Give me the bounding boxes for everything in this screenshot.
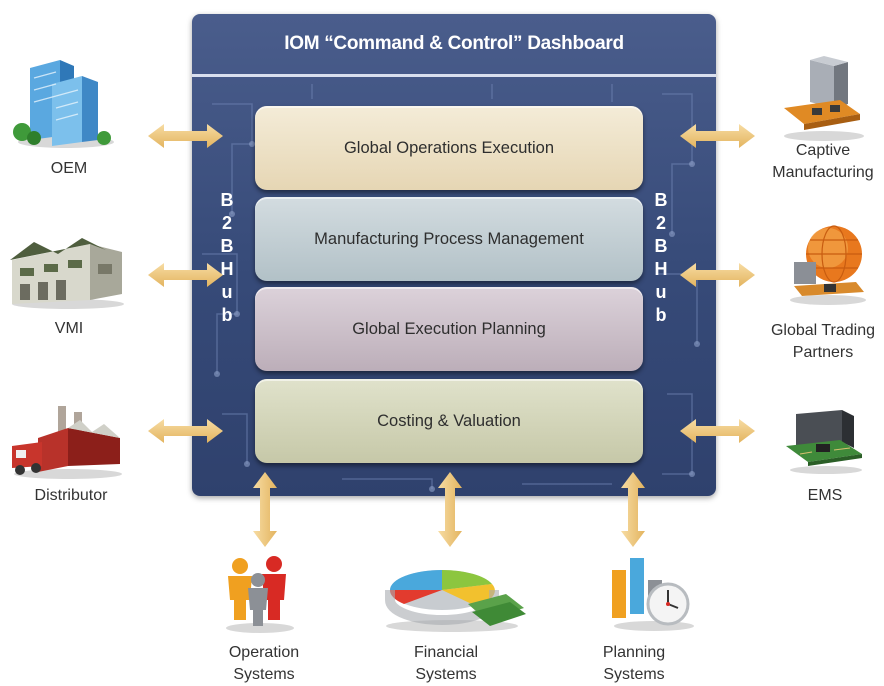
layer-manufacturing-process-management: Manufacturing Process Management (255, 197, 643, 281)
manufacturing-machine-icon (784, 56, 864, 141)
hub-right-char: B (654, 236, 668, 256)
hub-right-char: B (654, 190, 668, 210)
globe-chip-icon (790, 225, 866, 305)
node-label-line: Global Trading (770, 322, 876, 339)
node-label-line: Systems (233, 666, 295, 683)
office-buildings-icon (13, 60, 114, 148)
hub-left-char: u (221, 282, 233, 302)
node-label-line: Partners (792, 344, 854, 361)
arrow-planning-systems (621, 472, 645, 547)
node-label-line: Systems (415, 666, 477, 683)
layer-global-operations-execution: Global Operations Execution (255, 106, 643, 190)
hub-left-char: B (220, 190, 234, 210)
node-label-line: Financial (413, 644, 479, 661)
arrow-global-trading-partners (680, 263, 755, 287)
title-divider (192, 74, 716, 77)
dashboard-panel: IOM “Command & Control” Dashboard Global… (192, 14, 716, 496)
hub-right-char: u (655, 282, 667, 302)
arrow-financial-systems (438, 472, 462, 547)
dashboard-title: IOM “Command & Control” Dashboard (284, 33, 624, 54)
arrow-ems (680, 419, 755, 443)
circuit-board-icon (786, 410, 862, 474)
node-label-captive-manufacturing: Captive Manufacturing (762, 140, 884, 184)
node-label-line: Systems (603, 666, 665, 683)
node-label-global-trading-partners: Global Trading Partners (762, 320, 884, 364)
hub-right-char: 2 (655, 213, 666, 233)
arrow-operation-systems (253, 472, 277, 547)
people-figures-icon (226, 556, 294, 633)
node-label-line: Operation (228, 644, 300, 661)
node-label-line: Manufacturing (772, 164, 874, 181)
bar-chart-clock-icon (612, 558, 694, 631)
node-label-planning-systems: Planning Systems (584, 642, 684, 686)
hub-right-char: H (654, 259, 668, 279)
node-label-operation-systems: Operation Systems (210, 642, 318, 686)
hub-left-char: 2 (221, 213, 232, 233)
arrow-captive-manufacturing (680, 124, 755, 148)
hub-right-char: b (655, 305, 667, 325)
hub-left-char: B (220, 236, 234, 256)
arrow-vmi (148, 263, 223, 287)
arrow-distributor (148, 419, 223, 443)
node-label-line: Captive (795, 142, 851, 159)
node-label-line: Planning (602, 644, 666, 661)
factory-truck-icon (12, 406, 122, 479)
node-label-ems: EMS (807, 487, 843, 504)
node-label-vmi: VMI (54, 320, 84, 337)
pie-chart-money-icon (385, 569, 526, 632)
node-label-oem: OEM (50, 160, 88, 177)
hub-left-char: H (220, 259, 234, 279)
node-label-distributor: Distributor (34, 487, 108, 504)
layer-global-execution-planning: Global Execution Planning (255, 287, 643, 371)
warehouse-icon (10, 238, 124, 309)
hub-left-char: b (221, 305, 233, 325)
b2b-hub-right-label: B 2 B H u b (652, 189, 670, 327)
circuit-background (202, 84, 700, 492)
node-label-financial-systems: Financial Systems (400, 642, 492, 686)
layer-costing-valuation: Costing & Valuation (255, 379, 643, 463)
b2b-hub-left-label: B 2 B H u b (218, 189, 236, 327)
arrow-oem (148, 124, 223, 148)
